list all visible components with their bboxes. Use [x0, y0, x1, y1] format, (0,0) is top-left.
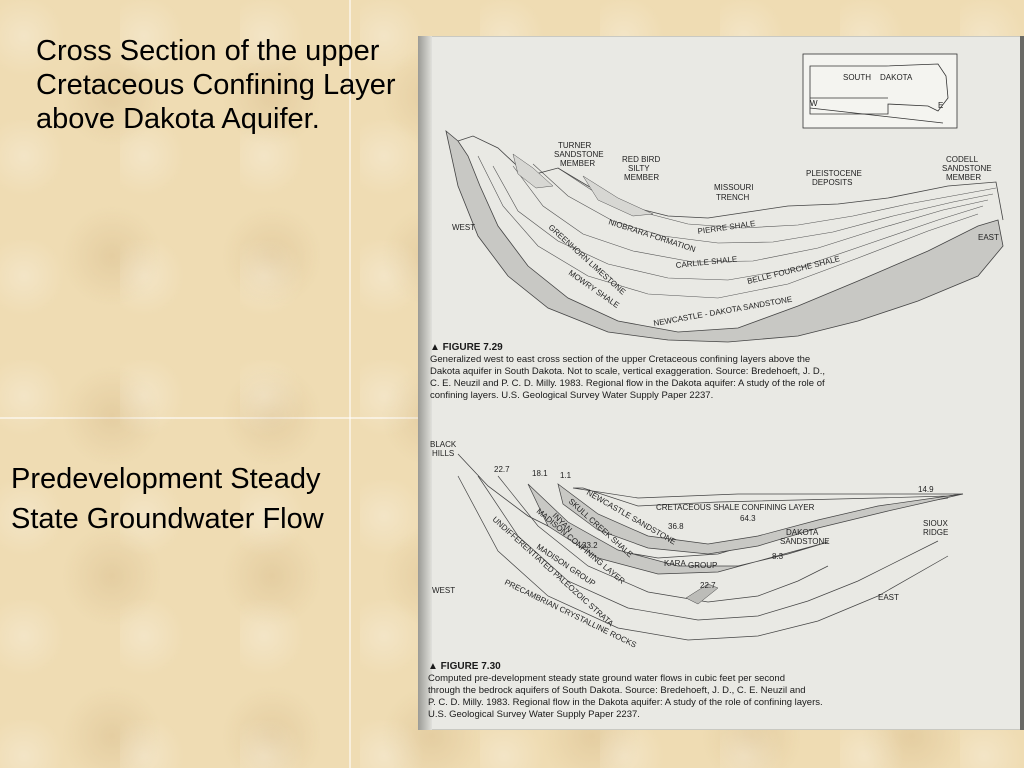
label-redbird-2: SILTY [628, 164, 650, 173]
flow-value-9: 22.7 [700, 581, 716, 590]
label-missouri-2: TRENCH [716, 193, 750, 202]
flow-value-8: 8.3 [772, 552, 784, 561]
slide-subtitle: Predevelopment Steady State Groundwater … [11, 463, 324, 535]
label-pierre-shale: PIERRE SHALE [697, 219, 756, 236]
south-dakota-map-inset: SOUTH DAKOTA W E [802, 53, 958, 129]
flow-value-5: 64.3 [740, 514, 756, 523]
label-codell-1: CODELL [946, 155, 979, 164]
slide-title: Cross Section of the upper Cretaceous Co… [36, 35, 396, 135]
label-dakota-1: DAKOTA [786, 528, 819, 537]
label-east-1: EAST [978, 233, 999, 242]
label-turner-2: SANDSTONE [554, 150, 604, 159]
caption-figure-729-line-2: Dakota aquifer in South Dakota. Not to s… [430, 366, 825, 377]
label-west-1: WEST [452, 223, 475, 232]
caption-figure-730-line-2: through the bedrock aquifers of South Da… [428, 685, 806, 696]
caption-figure-729-line-3: C. E. Neuzil and P. C. D. Milly. 1983. R… [430, 378, 825, 389]
label-cretaceous-shale: CRETACEOUS SHALE CONFINING LAYER [656, 503, 815, 512]
caption-figure-730-line-1: Computed pre-development steady state gr… [428, 673, 785, 684]
label-pleistocene-1: PLEISTOCENE [806, 169, 862, 178]
cross-section-1 [445, 129, 1004, 343]
caption-figure-730-line-4: U.S. Geological Survey Water Supply Pape… [428, 709, 640, 720]
flow-value-2: 18.1 [532, 469, 548, 478]
flow-value-3: 1.1 [560, 471, 572, 480]
label-kara: KARA [664, 559, 686, 568]
label-codell-3: MEMBER [946, 173, 981, 182]
label-codell-2: SANDSTONE [942, 164, 992, 173]
label-turner-1: TURNER [558, 141, 592, 150]
label-redbird-3: MEMBER [624, 173, 659, 182]
flow-value-7: 33.2 [582, 541, 598, 550]
flow-value-4: 14.9 [918, 485, 934, 494]
caption-figure-729-head: ▲ FIGURE 7.29 [430, 342, 503, 353]
cross-section-2 [457, 453, 964, 641]
label-black-2: HILLS [432, 449, 454, 458]
caption-figure-730-line-3: P. C. D. Milly. 1983. Regional flow in t… [428, 697, 823, 708]
label-paleozoic-strata: UNDIFFERENTIATED PALEOZOIC STRATA [491, 515, 616, 629]
label-carlile: CARLILE SHALE [675, 255, 737, 270]
label-sioux-2: RIDGE [923, 528, 948, 537]
textbook-figure-scan: SOUTH DAKOTA W E TURNER SANDSTONE MEMBER… [418, 36, 1024, 730]
label-sioux-1: SIOUX [923, 519, 949, 528]
caption-figure-729-line-4: confining layers. U.S. Geological Survey… [430, 390, 713, 401]
label-black-1: BLACK [430, 440, 457, 449]
label-missouri-1: MISSOURI [714, 183, 754, 192]
figures-svg: SOUTH DAKOTA W E TURNER SANDSTONE MEMBER… [428, 53, 1004, 720]
label-belle-fourche: BELLE FOURCHE SHALE [746, 254, 840, 286]
map-label-dakota: DAKOTA [880, 73, 913, 82]
label-dakota-2: SANDSTONE [780, 537, 830, 546]
caption-figure-729-line-1: Generalized west to east cross section o… [430, 354, 810, 365]
flow-value-1: 22.7 [494, 465, 510, 474]
map-label-e: E [938, 101, 943, 110]
map-label-w: W [810, 99, 818, 108]
label-redbird-1: RED BIRD [622, 155, 660, 164]
map-label-south: SOUTH [843, 73, 871, 82]
flow-value-6: 36.8 [668, 522, 684, 531]
label-east-2: EAST [878, 593, 899, 602]
label-turner-3: MEMBER [560, 159, 595, 168]
label-pleistocene-2: DEPOSITS [812, 178, 852, 187]
label-west-2: WEST [432, 586, 455, 595]
caption-figure-730-head: ▲ FIGURE 7.30 [428, 661, 501, 672]
label-group: GROUP [688, 561, 717, 570]
